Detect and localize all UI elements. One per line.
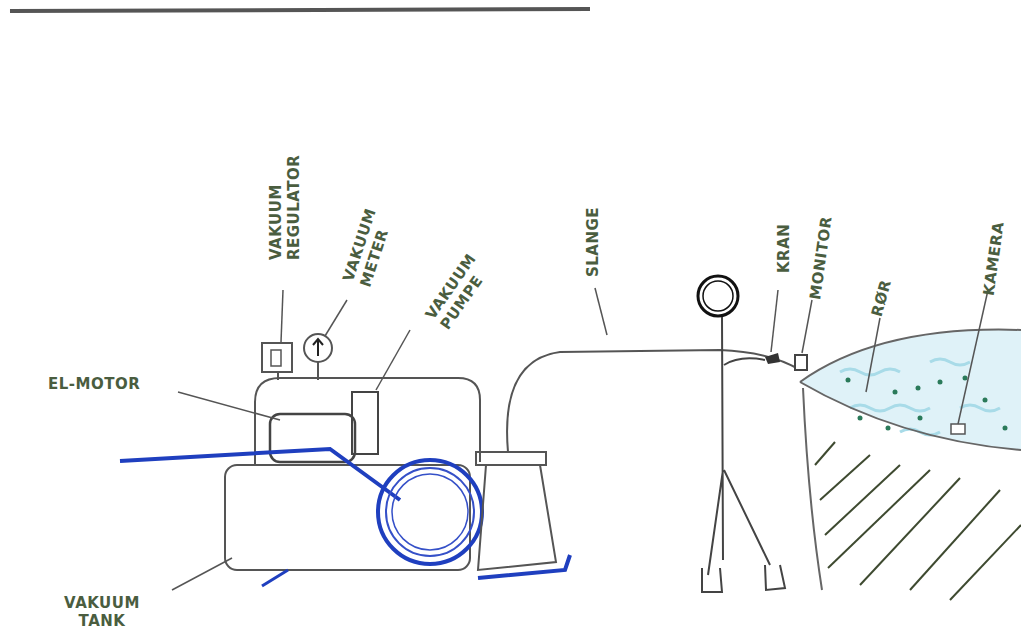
tank-rim (800, 330, 1021, 382)
vacuum-pump (352, 392, 378, 454)
tank-wall (803, 388, 822, 590)
vacuum-tank (225, 465, 470, 570)
fish (846, 376, 1008, 431)
person (698, 276, 738, 316)
part-label: KRAN (775, 213, 793, 273)
part-label: SLANGE (584, 187, 602, 277)
valve (765, 353, 780, 364)
camera (951, 424, 965, 434)
part-label: KAMERA (980, 215, 1009, 297)
vacuum-gauge (304, 334, 332, 362)
part-label: MONITOR (806, 199, 838, 301)
part-label: VAKUUM PUMPE (422, 251, 495, 333)
part-label: RØR (868, 266, 898, 319)
part-label: VAKUUM METER (339, 207, 396, 289)
monitor (795, 355, 807, 370)
hatching (815, 442, 1021, 600)
leader-lines (172, 288, 988, 590)
hose-coil (378, 460, 482, 564)
hose (507, 350, 800, 452)
scan-edge (10, 9, 590, 11)
part-label: VAKUUM TANK (57, 594, 147, 630)
part-label: EL-MOTOR (48, 375, 178, 393)
part-label: VAKUUM REGULATOR (267, 150, 303, 260)
el-motor (270, 414, 355, 462)
blue-pipe (120, 449, 400, 500)
water (800, 330, 1021, 450)
separator (476, 452, 546, 465)
regulator (262, 343, 292, 372)
